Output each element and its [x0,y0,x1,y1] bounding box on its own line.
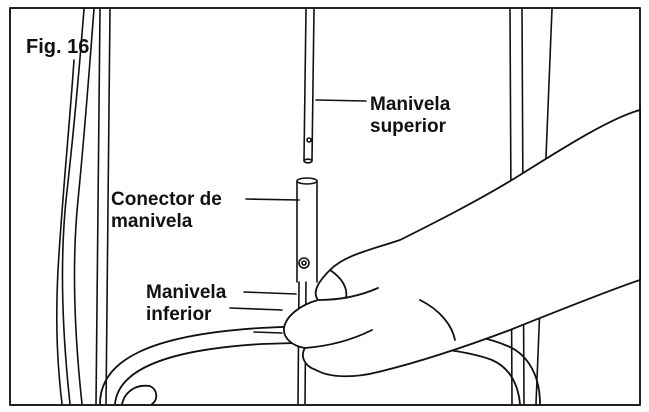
upper-crank-rod [303,8,315,164]
label-crank-connector: Conector de manivela [111,189,222,233]
label-upper-crank-line-2: superior [370,116,447,137]
label-upper-crank-line-1: Manivela [370,94,451,115]
frame-tubes-left [55,8,111,405]
leader-lines [229,99,367,334]
label-upper-crank: Manivela superior [370,94,450,138]
label-crank-connector-line-2: manivela [111,211,193,232]
label-lower-crank: Manivela inferior [146,282,226,326]
leader-lower-crank-3 [253,331,283,334]
leader-lower-crank-2 [229,307,283,311]
hand-illustration [283,109,641,378]
label-lower-crank-line-2: inferior [146,304,212,325]
label-crank-connector-line-1: Conector de [111,189,222,210]
label-lower-crank-line-1: Manivela [146,282,227,303]
leader-lower-crank-1 [243,291,297,295]
leader-connector [245,198,300,201]
figure-title: Fig. 16 [26,36,90,58]
crank-connector [296,177,318,283]
leader-upper-crank [315,99,367,102]
